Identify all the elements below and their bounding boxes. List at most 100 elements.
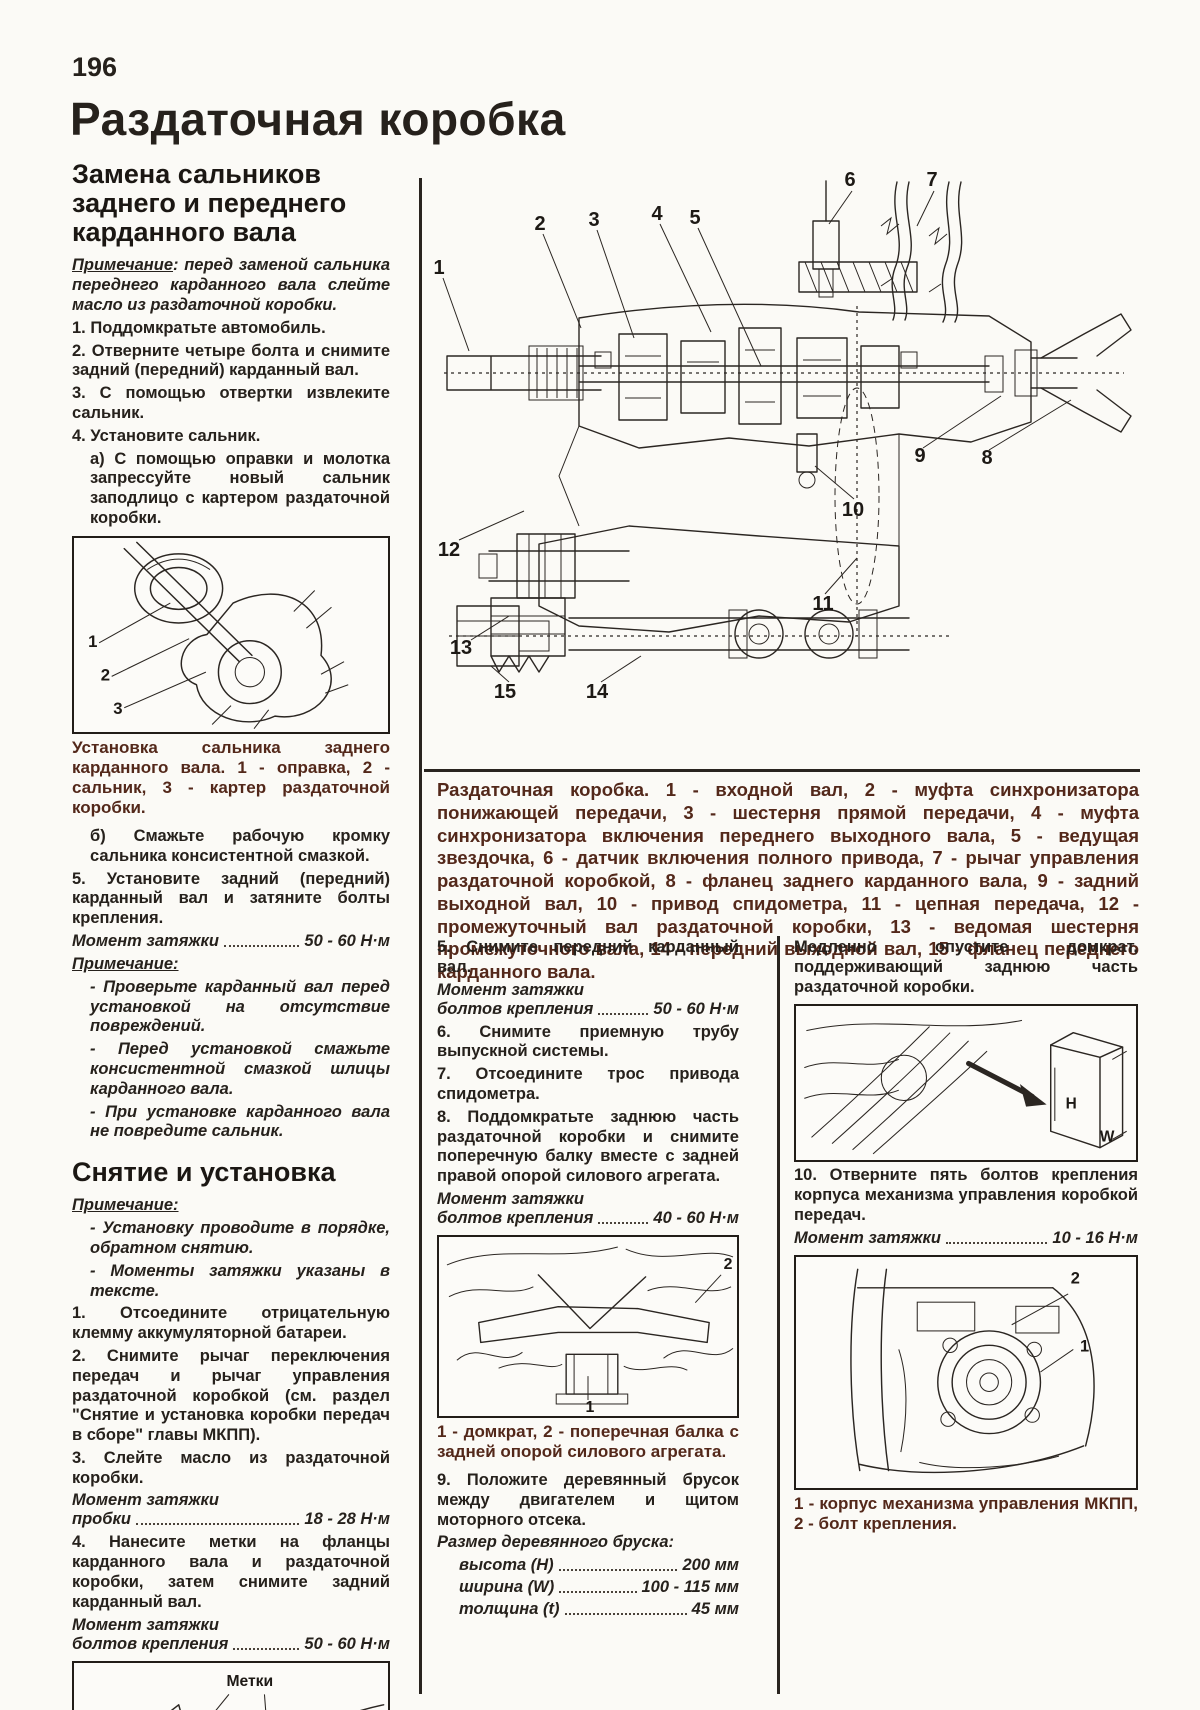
figure-crossmember: 2 1 <box>437 1234 739 1418</box>
callout-8: 8 <box>981 447 992 469</box>
step: 10. Отверните пять болтов крепления корп… <box>794 1166 1138 1224</box>
torque-spec: болтов крепления 50 - 60 Н·м <box>437 1000 739 1019</box>
note-label: Примечание: <box>72 955 179 973</box>
callout-5: 5 <box>689 207 700 229</box>
callout-11: 11 <box>812 593 833 615</box>
step: 8. Поддомкратьте заднюю часть раздаточно… <box>437 1107 739 1186</box>
diagram-callout-numbers: 1 2 3 4 5 6 7 8 9 10 11 12 13 14 15 <box>433 169 992 703</box>
torque-value: 18 - 28 Н·м <box>304 1510 390 1529</box>
dotted-leader <box>564 1613 687 1616</box>
seal-sketch-art <box>98 541 349 729</box>
step: 6. Снимите приемную трубу выпускной сист… <box>437 1022 739 1061</box>
diagram-intermediate-shaft <box>478 533 630 599</box>
control-housing-sketch: 2 1 <box>850 1268 1095 1473</box>
diagram-chain <box>834 387 880 605</box>
substep: б) Смажьте рабочую кромку сальника конси… <box>90 827 390 865</box>
diagram-gears <box>594 327 1004 425</box>
diagram-driven-gear <box>490 597 566 673</box>
dotted-leader <box>559 1591 637 1594</box>
page-title: Раздаточная коробка <box>70 93 566 145</box>
dim-row: ширина (W)100 - 115 мм <box>437 1578 739 1597</box>
note-item: - Проверьте карданный вал перед установк… <box>90 977 390 1036</box>
torque-spec: болтов крепления 40 - 60 Н·м <box>437 1209 739 1228</box>
section-heading-removal: Снятие и установка <box>72 1157 336 1188</box>
transfer-case-cross-section: 1 2 3 4 5 6 7 8 9 10 11 12 13 14 15 <box>433 169 1132 703</box>
transfer-case-diagram: 1 2 3 4 5 6 7 8 9 10 11 12 13 14 15 <box>429 166 1139 766</box>
control-housing-sketch-art <box>850 1268 1095 1473</box>
step: 3. С помощью отвертки извлеките сальник. <box>72 384 390 423</box>
step: 1. Отсоедините отрицательную клемму акку… <box>72 1304 390 1343</box>
callout-4: 4 <box>651 203 663 225</box>
callout-1: 1 <box>433 257 444 279</box>
torque-label: Момент затяжки <box>72 932 220 950</box>
torque-sub: пробки <box>72 1510 131 1529</box>
diagram-bottom-rule <box>424 769 1140 772</box>
dim-name: толщина (t) <box>459 1600 560 1619</box>
diagram-front-flange <box>456 605 550 667</box>
figE-callout-1: 1 <box>1080 1337 1089 1355</box>
diagram-speedometer-drive <box>796 433 818 489</box>
torque-spec: пробки 18 - 28 Н·м <box>72 1510 390 1529</box>
dims-label: Размер деревянного бруска: <box>437 1533 675 1552</box>
torque-sub: болтов крепления <box>437 1208 594 1227</box>
crossmember-sketch: 2 1 <box>446 1246 734 1416</box>
step: 5. Установите задний (передний) карданны… <box>72 869 390 928</box>
wooden-block-sketch: H W <box>804 1020 1127 1155</box>
callout-6: 6 <box>844 169 855 191</box>
callout-3: 3 <box>588 209 599 231</box>
callout-12: 12 <box>438 539 460 561</box>
figC-callout-1: 1 <box>586 1399 595 1416</box>
dim-row: высота (H) 200 мм <box>437 1556 739 1575</box>
dim-value: 200 мм <box>682 1556 739 1575</box>
marks-label: Метки <box>226 1673 273 1690</box>
flange-marks-sketch: Метки <box>170 1673 385 1710</box>
dotted-leader <box>558 1569 678 1572</box>
block-height-label: H <box>1066 1096 1077 1113</box>
section-heading-seals: Замена сальников заднего и переднего кар… <box>72 159 347 248</box>
middle-column: 5. Снимите передний карданный вал. Момен… <box>437 938 739 1622</box>
figure-flange-marks: Метки <box>72 1660 390 1710</box>
torque-value: 40 - 60 Н·м <box>653 1208 739 1227</box>
torque-value: 50 - 60 Н·м <box>304 1634 390 1653</box>
callout-7: 7 <box>926 169 937 191</box>
diagram-input-shaft <box>446 345 602 401</box>
crossmember-sketch-art <box>446 1246 734 1405</box>
note-item: - Установку проводите в порядке, обратно… <box>90 1219 390 1257</box>
torque-sub: болтов крепления <box>437 999 594 1018</box>
torque-spec: Момент затяжки 50 - 60 Н·м <box>72 932 390 951</box>
figA-callout-2: 2 <box>101 665 110 684</box>
dotted-leader <box>224 945 300 947</box>
callout-13: 13 <box>450 637 472 659</box>
step: 4. Нанесите метки на фланцы карданного в… <box>72 1533 390 1611</box>
right-column: Медленно опустите домкрат, поддерживающи… <box>794 938 1138 1543</box>
dim-value: 45 мм <box>691 1600 739 1619</box>
figA-callout-3: 3 <box>113 699 122 718</box>
step: 9. Положите деревянный брусок между двиг… <box>437 1471 739 1529</box>
wooden-block-sketch-art <box>804 1020 1127 1155</box>
torque-value: 10 - 16 Н·м <box>1052 1228 1138 1247</box>
note-item: - Перед установкой смажьте консистентной… <box>90 1040 390 1098</box>
torque-label: Момент затяжки <box>437 1189 585 1208</box>
torque-value: 50 - 60 Н·м <box>304 932 390 950</box>
dim-value: 100 - 115 мм <box>641 1578 740 1597</box>
wooden-block-labels: H W <box>1066 1096 1115 1146</box>
crossmember-callouts: 2 1 <box>586 1256 733 1416</box>
seal-installation-sketch: 1 2 3 <box>88 541 349 729</box>
note-paragraph: Примечание: перед заменой сальника перед… <box>72 256 390 315</box>
seal-sketch-callouts: 1 2 3 <box>88 632 122 718</box>
substep: а) С помощью оправки и молотка запрессуй… <box>90 449 390 528</box>
dotted-leader <box>598 1012 649 1015</box>
note-text: : перед заменой сальника переднего карда… <box>72 256 390 315</box>
step: 3. Слейте масло из раздаточной коробки. <box>72 1448 390 1487</box>
step: 5. Снимите передний карданный вал. <box>437 938 739 976</box>
paragraph: Медленно опустите домкрат, поддерживающи… <box>794 938 1138 996</box>
step: 4. Установите сальник. <box>72 426 261 445</box>
callout-9: 9 <box>914 445 925 467</box>
torque-value: 50 - 60 Н·м <box>653 999 739 1018</box>
callout-15: 15 <box>494 681 516 703</box>
torque-label: Момент затяжки <box>72 1615 220 1634</box>
dotted-leader <box>135 1523 300 1526</box>
diagram-rear-output <box>1014 313 1132 433</box>
dim-name: высота (H) <box>459 1556 554 1575</box>
